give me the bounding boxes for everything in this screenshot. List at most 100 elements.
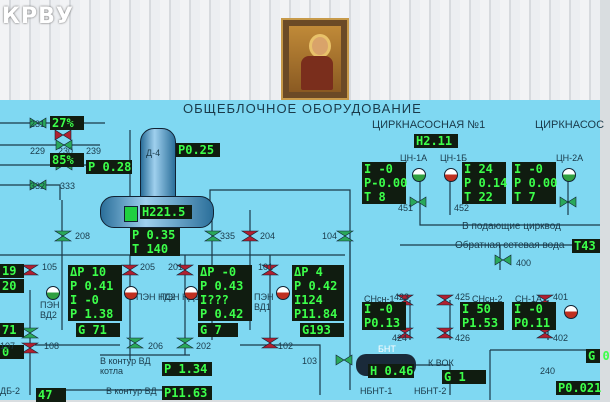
pump-cn1a-icon[interactable]	[412, 168, 426, 182]
valve-label: 402	[553, 333, 569, 343]
pressure-readout[interactable]: P0.021	[556, 381, 602, 395]
valve-label: 229	[30, 146, 46, 156]
readout-partial[interactable]: 0	[0, 345, 24, 359]
valve-label: 425	[455, 292, 471, 302]
current-readout[interactable]: I -0	[512, 162, 556, 176]
pressure-readout[interactable]: P 0.28	[86, 160, 132, 174]
pump-label: ЦН-1Б	[440, 153, 468, 163]
flow-destination-label: К ВОК	[428, 358, 454, 368]
valve-label: 451	[398, 203, 414, 213]
percent-readout[interactable]: 27%	[50, 116, 84, 130]
pressure-readout[interactable]: P 0.35	[130, 228, 180, 242]
valve-label: 206	[148, 341, 164, 351]
screen-title: ОБЩЕБЛОЧНОЕ ОБОРУДОВАНИЕ	[183, 101, 422, 116]
valve-label: 231	[30, 119, 46, 129]
current-readout[interactable]: I 50	[460, 302, 504, 316]
tank-label: Д-4	[146, 148, 161, 158]
pressure-diff-readout[interactable]: ΔP 10	[68, 265, 122, 279]
flow-destination-label: Обратная сетевая вода	[455, 240, 565, 251]
valve-label: 205	[140, 262, 156, 272]
pump-cn1b-icon[interactable]	[444, 168, 458, 182]
pressure-readout[interactable]: P 0.43	[198, 279, 252, 293]
valve-label: 204	[260, 231, 276, 241]
level-readout[interactable]: H221.5	[140, 205, 192, 219]
level-readout[interactable]: H 0.46	[368, 364, 414, 378]
pressure-readout[interactable]: P 0.42	[198, 307, 252, 321]
current-readout[interactable]: I -0	[68, 293, 122, 307]
pump-nd1-icon[interactable]	[184, 286, 198, 300]
flow-readout[interactable]: G193	[300, 323, 344, 337]
pressure-readout[interactable]: P0.13	[362, 316, 406, 330]
valve-label: 105	[42, 262, 58, 272]
valve-label: 202	[196, 341, 212, 351]
temperature-readout[interactable]: T43	[572, 239, 600, 253]
watermark-logo: КРВУ	[2, 4, 74, 29]
tank-label: ДБ-2	[0, 386, 21, 396]
pressure-readout[interactable]: P1.53	[460, 316, 504, 330]
pressure-diff-readout[interactable]: ΔP 4	[292, 265, 344, 279]
pump-label: ПЭН ВД1	[254, 292, 274, 312]
pressure-readout[interactable]: P 0.00	[512, 176, 558, 190]
pump-nd2-icon[interactable]	[124, 286, 138, 300]
valve-label: 230	[58, 146, 74, 156]
valve-label: 101	[258, 262, 274, 272]
valve-label: 332	[30, 181, 46, 191]
valve-label: 400	[516, 258, 532, 268]
flow-destination-label: В подающие цирквод	[462, 221, 561, 232]
valve-label: 333	[60, 181, 76, 191]
pressure-readout[interactable]: P 1.34	[162, 362, 212, 376]
current-readout[interactable]: I 24	[462, 162, 506, 176]
valve-label: 201	[168, 262, 184, 272]
wall-icon-picture	[281, 18, 349, 100]
header-pumping-2: ЦИРКНАСОС	[535, 119, 605, 131]
pressure-readout[interactable]: P0.11	[512, 316, 556, 330]
valve-label: 401	[553, 292, 569, 302]
flow-readout[interactable]: G 7	[198, 323, 238, 337]
readout-partial[interactable]: 20	[0, 279, 24, 293]
pipeline-diagram	[0, 117, 600, 400]
current-readout[interactable]: I -0	[362, 162, 406, 176]
pump-vd1-icon[interactable]	[276, 286, 290, 300]
pressure-readout[interactable]: P0.25	[176, 143, 220, 157]
temperature-readout[interactable]: T 8	[362, 190, 406, 204]
pressure-readout[interactable]: P-0.00	[362, 176, 408, 190]
pressure-readout[interactable]: P 0.41	[68, 279, 122, 293]
pressure-readout[interactable]: P11.84	[292, 307, 344, 321]
current-readout[interactable]: I -0	[362, 302, 406, 316]
flow-readout[interactable]: G 0	[586, 349, 610, 363]
pump-csn-icon[interactable]	[564, 305, 578, 319]
pressure-readout[interactable]: P 0.42	[292, 279, 344, 293]
valve-label: 104	[322, 231, 338, 241]
level-readout[interactable]: H2.11	[414, 134, 458, 148]
readout-partial[interactable]: 47	[36, 388, 66, 402]
flow-readout[interactable]: G 71	[76, 323, 120, 337]
temperature-readout[interactable]: T 140	[130, 242, 180, 256]
pressure-diff-readout[interactable]: ΔP -0	[198, 265, 252, 279]
level-indicator	[124, 206, 138, 222]
current-readout[interactable]: I???	[198, 293, 252, 307]
valve-label: 108	[44, 341, 60, 351]
pressure-readout[interactable]: P 0.14	[462, 176, 508, 190]
pump-vd2-icon[interactable]	[46, 286, 60, 300]
flow-readout[interactable]: G 1	[442, 370, 486, 384]
pump-cn2a-icon[interactable]	[562, 168, 576, 182]
logo-text: КРВУ	[2, 4, 74, 29]
valve-label: 240	[540, 366, 556, 376]
valve-label: 426	[455, 333, 471, 343]
pump-label: НБНТ-1	[360, 386, 393, 396]
valve-label: 208	[75, 231, 91, 241]
pressure-readout[interactable]: P11.63	[162, 386, 212, 400]
readout-partial[interactable]: 19	[0, 264, 24, 278]
current-readout[interactable]: I124	[292, 293, 344, 307]
valve-label: 423	[394, 292, 410, 302]
percent-readout[interactable]: 85%	[50, 153, 84, 167]
pressure-readout[interactable]: P 1.38	[68, 307, 122, 321]
temperature-readout[interactable]: T 22	[462, 190, 506, 204]
readout-partial[interactable]: 71	[0, 323, 24, 337]
flow-destination-label: В контур ВД	[106, 386, 157, 396]
tank-label: БНТ	[378, 344, 396, 354]
percent-value: 85	[52, 153, 67, 167]
valve-label: 102	[278, 341, 294, 351]
temperature-readout[interactable]: T 7	[512, 190, 556, 204]
current-readout[interactable]: I -0	[512, 302, 556, 316]
